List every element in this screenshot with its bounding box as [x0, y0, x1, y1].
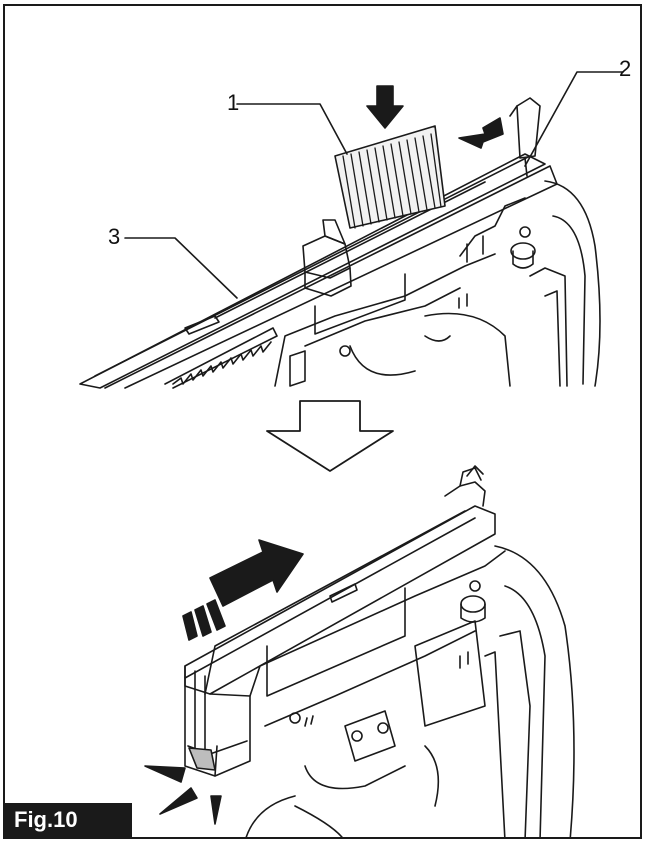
nail-strip: [334, 125, 446, 229]
leader-line-3: [124, 237, 238, 299]
callout-3: 3: [108, 224, 121, 249]
callout-1: 1: [227, 90, 240, 115]
transition-arrow-icon: [266, 400, 394, 472]
leader-line-1: [236, 103, 348, 155]
leader-line-2: [524, 71, 624, 167]
click-indicator-icon: [144, 765, 222, 825]
slide-arrow-icon: [182, 539, 304, 641]
callout-2: 2: [619, 56, 632, 81]
arrow-left-icon: [458, 117, 504, 149]
arrow-down-icon: [366, 85, 404, 129]
figure-label: Fig.10: [5, 803, 132, 837]
figure-frame: 1 2 3 Fig.10: [3, 4, 642, 839]
top-tool-view: [79, 97, 601, 389]
bottom-tool-view: [184, 465, 575, 837]
illustration: [79, 71, 624, 837]
